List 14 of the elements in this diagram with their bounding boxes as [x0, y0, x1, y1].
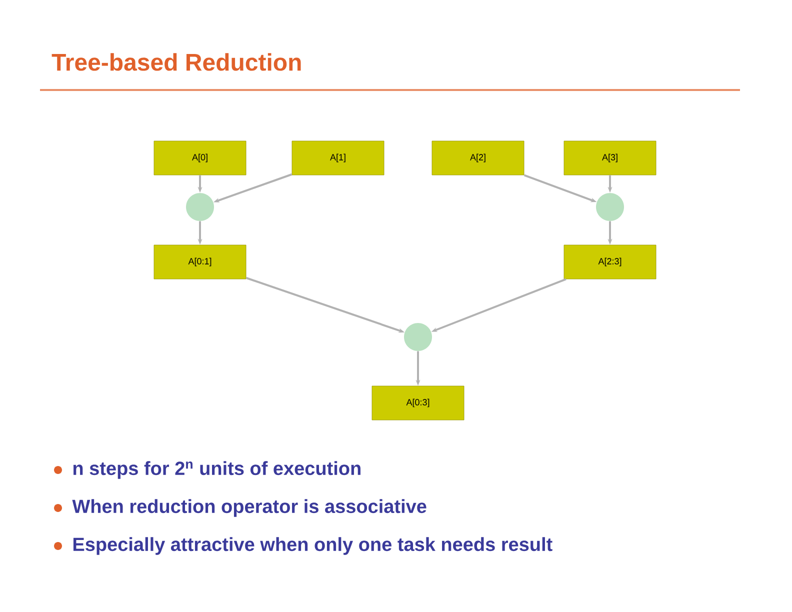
array-box: A[0:3] — [372, 386, 464, 420]
array-box: A[1] — [292, 140, 384, 176]
bullet-text: When reduction operator is associative — [72, 499, 426, 517]
array-box: A[0] — [154, 140, 246, 176]
bullet-text: Especially attractive when only one task needs result — [73, 537, 552, 555]
array-box: A[2] — [432, 140, 524, 176]
array-box: A[3] — [564, 140, 656, 176]
array-box: A[2:3] — [564, 244, 656, 280]
operator-circle — [404, 323, 432, 351]
slide-title: Tree-based Reduction — [52, 53, 301, 71]
array-box: A[0:1] — [154, 244, 246, 280]
operator-circle — [596, 193, 624, 221]
bullet-text: n steps for 2$^{n}$ units of execution — [73, 461, 360, 479]
operator-circle — [186, 193, 214, 221]
